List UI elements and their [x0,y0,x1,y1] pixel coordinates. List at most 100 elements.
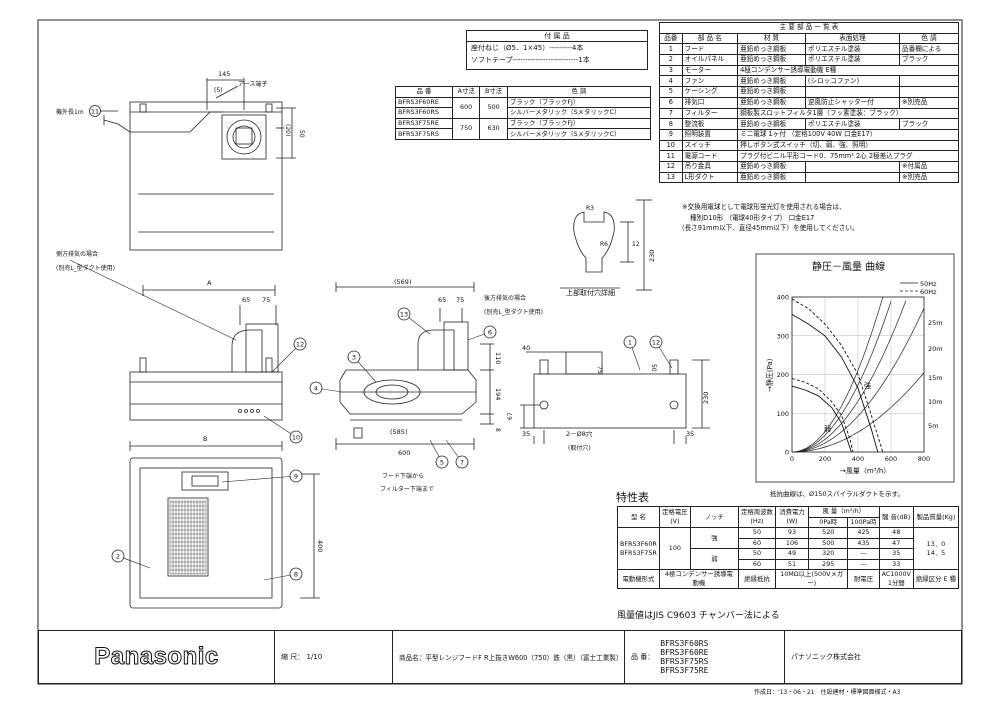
spec-notch-weak: 弱 [689,548,739,570]
spec-cell: 33 [878,558,914,570]
dim-585: (585) [390,428,407,436]
callout-10-label: 10 [292,434,300,442]
parts-cell [899,75,959,88]
callout-6-label: 6 [488,329,492,337]
parts-cell: 5 [659,86,683,98]
callout-8-label: 8 [294,571,298,579]
x-tick-label: 200 [819,455,831,463]
parts-cell: 亜鉛めっき鋼板 [737,160,806,173]
parts-cell [899,86,959,98]
parts-note: 種別D10形 （電球40形タイプ） 口金E17 [690,213,815,222]
parts-cell: フィルター [681,107,739,120]
spec-noise-header: 騒 音(dB) [878,506,914,528]
callout-4-label: 4 [314,385,318,393]
parts-note: （長さ91mm以下、直径45mm以下）を使用してください。 [678,224,859,232]
resistance-curve [791,297,884,453]
spec-voltage-header: 定格電圧(V) [658,506,691,528]
callout-12-label: 12 [652,339,660,347]
parts-cell: 11 [659,150,683,162]
hood-to-filter-label-2: フィルター下端まで [380,485,434,493]
spec-mass: 14．5 [926,548,946,557]
sheet-border [37,19,963,685]
parts-cell: 整流板 [681,118,739,130]
spec-cell: 60 [737,537,776,549]
dim-50-rear: 50 [650,364,657,372]
dim-65-side: 65 [438,296,446,304]
dim-R6: R6 [600,241,608,248]
callout-12 [649,335,663,349]
resistance-curve-label: 20m [928,345,943,353]
model-color: ブラック（ブラックFJ） [506,96,652,109]
callout-11-label: 11 [91,108,99,116]
dim-75: 75 [262,296,270,304]
brand-cell: Panasonic [39,631,275,683]
dim-400: 400 [316,540,324,552]
parts-cell: 鋼板製スロットフィルタ1層（フッ素塗装：ブラック） [737,107,959,120]
parts-cell: 逆風防止シャッター付 [804,96,901,109]
parts-cell: 4極コンデンサー誘導電動機 E種 [737,64,959,77]
curve-mode-label: 強 [864,382,871,390]
spec-cell: 49 [774,548,809,560]
spec-model-header: 型 名 [617,506,660,528]
spec-cell: 93 [774,527,809,539]
x-tick-label: 0 [790,455,794,463]
side-view [335,282,494,450]
legend-60hz: 60Hz [920,288,937,296]
parts-col-header: 色 調 [899,32,959,45]
callout-13-label: 13 [400,311,408,319]
parts-cell: 10 [659,139,683,152]
callout-13 [397,307,411,321]
cord-length-label: 機外長1m [56,108,84,116]
spec-freq-header: 定格周波数(Hz) [737,506,776,528]
parts-cell: ファン [681,75,739,88]
parts-cell: 亜鉛めっき鋼板 [737,75,806,88]
curve-chart: 静圧－風量 曲線 50Hz 60Hz →静圧(Pa) →風量（m³/h） 002… [755,253,955,483]
resistance-curve-label: 15m [928,374,943,382]
spec-withstand-label: 耐電圧 [847,569,880,589]
x-tick-label: 600 [885,455,897,463]
spec-mass: 13．0 [926,539,946,548]
dim-230: 230 [702,392,710,404]
top-view [96,78,296,251]
parts-col-header: 材 質 [737,32,806,45]
spec-model: BFRS3F75R [620,548,657,557]
spec-note: 風量値はJIS C9603 チャンバー法による [617,611,780,621]
model-color: シルバーメタリック（SメタリックC） [506,107,652,119]
dim-65: 65 [242,296,250,304]
parts-col-header: 表面処理 [804,32,901,45]
dim-75-side: 75 [456,296,464,304]
airflow-curve-50Hz [791,314,879,453]
accessories-box: 付 属 品 座付ねじ（Ø5．1×45）---------4本 ソフトテープ---… [466,30,648,70]
callout-3 [347,350,361,364]
curve-chart-ylabel: →静圧(Pa) [765,358,774,392]
mount-holes-label: 2－Ø8穴 [566,429,593,438]
side-exhaust-sub: (別売L_型ダクト使用) [56,264,115,272]
parts-cell: 亜鉛めっき鋼板 [737,96,806,109]
resistance-curve [792,308,925,453]
model-color: シルバーメタリック（SメタリックC） [506,128,652,140]
parts-cell: 3 [659,64,683,77]
parts-cell: 12 [659,160,683,173]
filter-grille [169,500,207,575]
company-cell: パナソニック株式会社 [791,653,861,661]
models-col: 色 調 [506,86,652,98]
spec-withstand-value: AC1000V 1分間 [878,569,914,589]
dim-a-value: 750 [451,117,481,140]
spec-cell: 47 [878,537,914,549]
models-col: B寸法 [479,86,508,98]
spec-cell: 425 [847,527,880,539]
spec-table: 型 名 定格電圧(V) ノッチ 定格周波数(Hz) 消費電力(W) 風 量（m³… [617,506,960,589]
dim-A: A [207,279,212,287]
parts-cell: ポリエステル塗装 [804,54,901,66]
model-number: BFRS3F60RS [660,639,709,648]
dim-5: (5) [214,87,223,94]
spec-insulation-label: 絶縁抵抗 [737,569,776,589]
parts-note: ※交換用電球として電球形蛍光灯を使用される場合は、 [682,203,846,211]
spec-class-label: 絶縁区分 [915,574,942,583]
parts-cell: 8 [659,118,683,130]
plot-frame [791,296,925,453]
